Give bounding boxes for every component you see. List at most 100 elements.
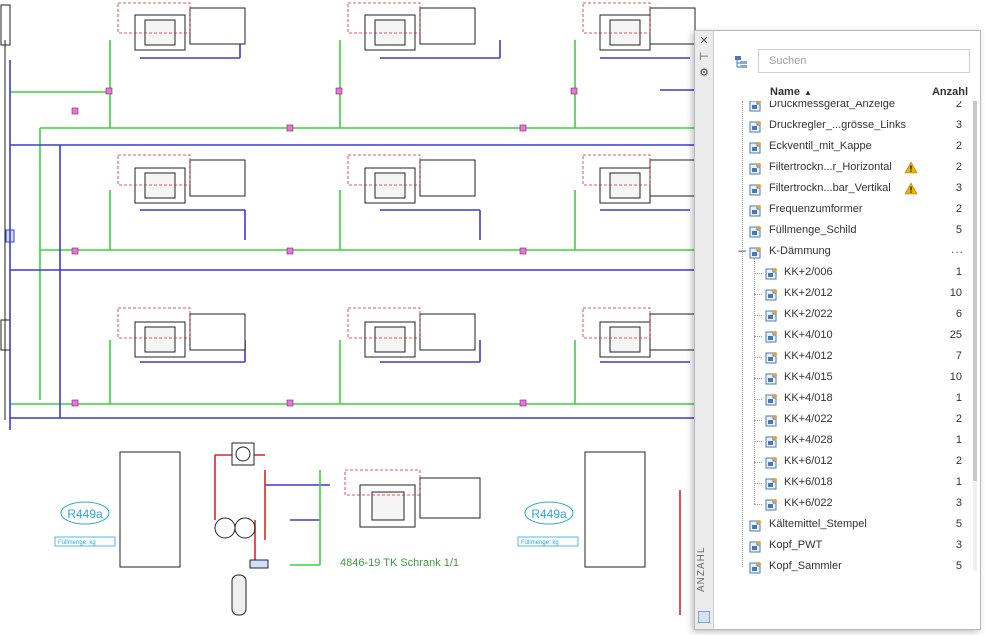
component-icon	[749, 541, 761, 553]
component-icon	[749, 163, 761, 175]
junction-markers	[71, 87, 578, 407]
item-count: 1	[955, 266, 962, 278]
cabinet-label: 4846-19 TK Schrank 1/1	[340, 557, 459, 569]
tree-connector	[754, 294, 762, 295]
item-count: 2	[955, 101, 962, 110]
item-count: 1	[955, 476, 962, 488]
item-label: KK+6/022	[784, 497, 833, 509]
item-label: KK+4/018	[784, 392, 833, 404]
pipe-network	[9, 30, 700, 615]
item-label: KK+2/022	[784, 308, 833, 320]
component-icon	[765, 457, 777, 469]
component-icon	[749, 247, 761, 259]
component-icon	[749, 520, 761, 532]
search-input[interactable]	[758, 49, 970, 73]
item-count: 2	[955, 413, 962, 425]
item-count: 2	[955, 203, 962, 215]
item-label: KK+4/022	[784, 413, 833, 425]
item-label: KK+2/012	[784, 287, 833, 299]
refrigerant-tag-2: R449a	[531, 507, 567, 521]
item-label: Filtertrockn...bar_Vertikal	[769, 182, 891, 194]
tree-view-icon[interactable]	[734, 55, 748, 69]
tree-connector	[754, 315, 762, 316]
component-icon	[765, 268, 777, 280]
item-label: Druckmessgerät_Anzeige	[769, 101, 895, 110]
item-count: 5	[955, 560, 962, 572]
tree-item-row[interactable]: KK+2/006 1	[714, 263, 980, 284]
component-icon	[749, 226, 761, 238]
tree-item-row[interactable]: KK+4/010 25	[714, 326, 980, 347]
tree-connector	[754, 504, 762, 505]
scrollbar[interactable]	[973, 101, 977, 571]
tree-item-row[interactable]: Druckmessgerät_Anzeige 2	[714, 101, 980, 116]
tree-item-row[interactable]: KK+2/012 10	[714, 284, 980, 305]
item-count: 1	[955, 392, 962, 404]
item-label: KK+6/018	[784, 476, 833, 488]
sort-ascending-icon: ▲	[803, 88, 812, 97]
pin-icon[interactable]: ⊢	[699, 50, 709, 63]
tree-connector	[754, 441, 762, 442]
item-count: 5	[955, 518, 962, 530]
control-lines	[117, 2, 651, 496]
tree-connector	[754, 399, 762, 400]
component-icon	[765, 331, 777, 343]
item-label: KK+4/010	[784, 329, 833, 341]
item-count: 7	[955, 350, 962, 362]
item-count: 3	[955, 182, 962, 194]
count-panel: ✕ ⊢ ⚙ ANZAHL Name▲ Anzahl Druckmessgerät…	[694, 30, 981, 630]
tree-item-row[interactable]: KK+6/018 1	[714, 473, 980, 494]
close-icon[interactable]: ✕	[699, 34, 709, 47]
item-label: Füllmenge_Schild	[769, 224, 857, 236]
component-icon	[749, 184, 761, 196]
item-count: 3	[955, 119, 962, 131]
component-icon	[765, 478, 777, 490]
tree-connector	[754, 357, 762, 358]
item-count: 25	[949, 329, 962, 341]
component-icon	[765, 352, 777, 364]
tree-connector	[754, 462, 762, 463]
component-icon	[765, 415, 777, 427]
panel-dock-icon[interactable]	[698, 611, 710, 623]
item-label: KK+4/015	[784, 371, 833, 383]
component-icon	[765, 394, 777, 406]
component-icon	[765, 499, 777, 511]
item-count: 2	[955, 140, 962, 152]
tree-item-row[interactable]: KK+4/018 1	[714, 389, 980, 410]
tree-item-row[interactable]: Eckventil_mit_Kappe 2	[714, 137, 980, 158]
panel-title: ANZAHL	[696, 546, 707, 592]
fill-quantity-label-2: Füllmenge: kg	[521, 540, 559, 546]
gear-icon[interactable]: ⚙	[699, 66, 709, 79]
panel-title-strip: ✕ ⊢ ⚙ ANZAHL	[695, 31, 714, 629]
tree-spine	[742, 101, 743, 567]
item-label: Eckventil_mit_Kappe	[769, 140, 872, 152]
tree-connector	[754, 420, 762, 421]
tree-connector	[754, 273, 762, 274]
column-count-header[interactable]: Anzahl	[931, 86, 968, 98]
item-count: 10	[949, 287, 962, 299]
item-label: KK+2/006	[784, 266, 833, 278]
more-options-icon[interactable]: ...	[950, 242, 964, 256]
refrigerant-tags: R449a R449a Füllmenge: kg Füllmenge: kg	[54, 501, 579, 547]
item-label: Filtertrockn...r_Horizontal	[769, 161, 892, 173]
column-name-header[interactable]: Name▲	[770, 86, 812, 98]
component-icon	[765, 310, 777, 322]
item-label: Kopf_PWT	[769, 539, 823, 551]
tree-connector	[754, 483, 762, 484]
tree-item-row[interactable]: Filtertrockn...bar_Vertikal 3	[714, 179, 980, 200]
group-connector	[754, 258, 755, 504]
tree-item-row[interactable]: KK+4/022 2	[714, 410, 980, 431]
warning-icon	[904, 182, 918, 195]
